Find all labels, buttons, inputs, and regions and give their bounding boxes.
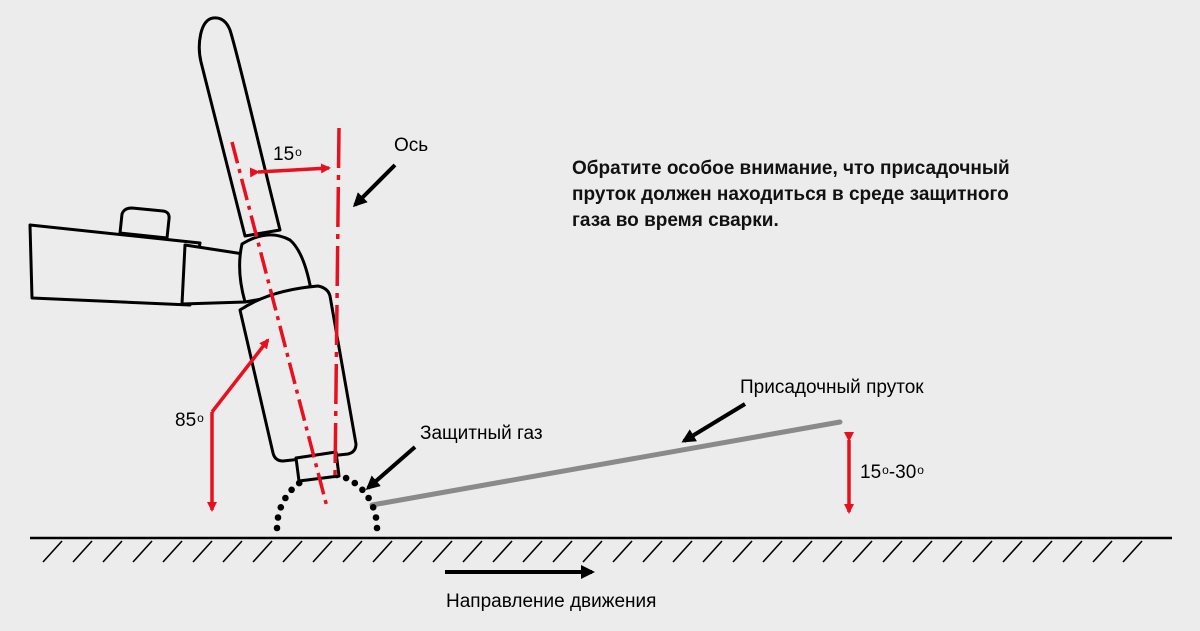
hatch-mark xyxy=(762,540,783,563)
note-line-3: газа во время сварки. xyxy=(572,210,779,231)
gas-dot xyxy=(359,486,366,494)
filler-rod xyxy=(369,419,843,508)
hatch-mark xyxy=(1122,540,1143,563)
hatch-mark xyxy=(42,540,63,563)
hatch-mark xyxy=(732,540,753,563)
hatch-mark xyxy=(162,540,183,563)
hatch-mark xyxy=(1032,540,1053,563)
gas-pointer-arrow xyxy=(365,445,417,490)
hatch-mark xyxy=(342,540,363,563)
hatch-mark xyxy=(702,540,723,563)
gas-dot xyxy=(274,514,282,521)
hatch-mark xyxy=(522,540,543,563)
hatch-mark xyxy=(282,540,303,563)
hatch-mark xyxy=(72,540,93,563)
torch-back-cap xyxy=(197,16,282,238)
gas-dot xyxy=(273,524,281,532)
axis-label: Ось xyxy=(394,135,428,158)
torch-nozzle xyxy=(238,284,358,463)
angle-range-start: 15 xyxy=(860,462,882,483)
hatch-mark xyxy=(942,540,963,563)
angle-15-label: 15o xyxy=(273,144,302,167)
torch-handle xyxy=(28,223,202,307)
hatch-mark xyxy=(252,540,273,563)
filler-rod-text: Присадочный пруток xyxy=(740,377,924,398)
angle-85-value: 85 xyxy=(175,410,197,431)
note-line-1: Обратите особое внимание, что присадочны… xyxy=(572,158,1010,179)
hatch-mark xyxy=(102,540,123,563)
shield-gas-label: Защитный газ xyxy=(420,423,543,446)
hatch-mark xyxy=(192,540,213,563)
axis-pointer-arrow xyxy=(352,163,397,208)
degree-mark: o xyxy=(917,463,924,477)
rod-pointer-arrow xyxy=(681,402,747,443)
hatch-mark xyxy=(672,540,693,563)
hatch-mark xyxy=(1062,540,1083,563)
torch-head xyxy=(238,233,313,304)
hatch-mark xyxy=(132,540,153,563)
attention-note: Обратите особое внимание, что присадочны… xyxy=(572,156,1092,234)
direction-label: Направление движения xyxy=(446,591,656,614)
degree-mark: o xyxy=(197,411,204,425)
gas-dot xyxy=(372,514,380,521)
hatch-mark xyxy=(462,540,483,563)
angle-15-value: 15 xyxy=(273,144,295,165)
gas-dot xyxy=(277,504,285,511)
hatch-mark xyxy=(492,540,513,563)
hatch-mark xyxy=(582,540,603,563)
direction-text: Направление движения xyxy=(446,591,657,612)
gas-dot xyxy=(373,524,381,532)
hatch-mark xyxy=(432,540,453,563)
hatch-mark xyxy=(972,540,993,563)
gas-dot xyxy=(282,494,289,502)
gas-dot xyxy=(369,504,377,511)
degree-mark: o xyxy=(295,145,302,159)
hatch-mark xyxy=(792,540,813,563)
hatch-mark xyxy=(852,540,873,563)
hatch-mark xyxy=(882,540,903,563)
hatch-mark xyxy=(822,540,843,563)
hatch-mark xyxy=(372,540,393,563)
hatch-mark xyxy=(222,540,243,563)
gas-dot xyxy=(288,486,295,494)
hatch-mark xyxy=(552,540,573,563)
filler-rod-label: Присадочный пруток xyxy=(740,377,924,400)
shield-gas-text: Защитный газ xyxy=(420,423,543,444)
hatch-mark xyxy=(912,540,933,563)
angle-15-arrow xyxy=(249,163,331,178)
note-line-2: пруток должен находиться в среде защитно… xyxy=(572,184,1009,205)
torch-centerline xyxy=(230,141,329,508)
angle-85-arrows xyxy=(207,338,270,512)
angle-85-label: 85o xyxy=(175,410,204,433)
angle-15-30-label: 15o-30o xyxy=(860,462,924,485)
gas-dot xyxy=(365,494,372,502)
hatch-mark xyxy=(402,540,423,563)
hatch-mark xyxy=(1092,540,1113,563)
hatch-mark xyxy=(642,540,663,563)
workpiece xyxy=(30,536,1172,563)
torch-knob xyxy=(118,206,171,240)
gas-dot xyxy=(342,474,350,482)
degree-mark: o xyxy=(882,463,889,477)
gas-dot xyxy=(351,479,359,487)
hatch-mark xyxy=(612,540,633,563)
axis-label-text: Ось xyxy=(394,135,429,156)
angle-range-end: -30 xyxy=(888,462,917,483)
hatch-mark xyxy=(1002,540,1023,563)
hatch-mark xyxy=(312,540,333,563)
